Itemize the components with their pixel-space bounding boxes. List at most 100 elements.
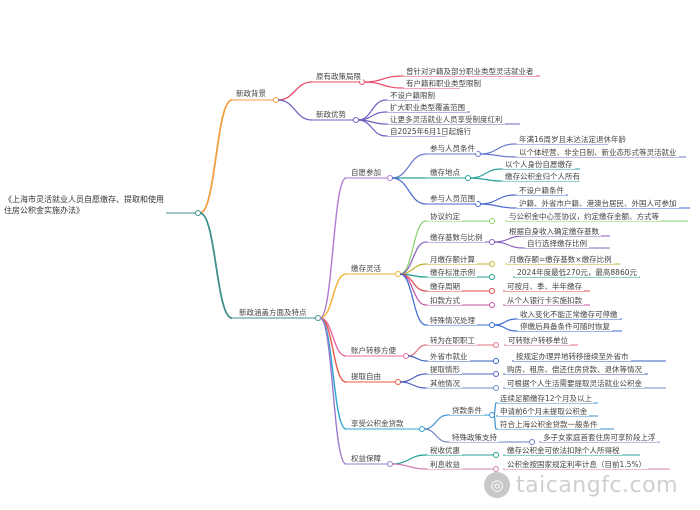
leaf-special-2: 停缴后具备条件可随时恢复 <box>518 322 612 331</box>
node-dot <box>403 353 409 359</box>
connector <box>391 463 427 470</box>
leaf-scope-b: 沪籍、外省市户籍、港澳台居民、外国人可参加 <box>517 199 679 208</box>
node-period: 缴存周期 <box>428 282 462 291</box>
node-rights: 权益保障 <box>349 454 383 463</box>
node-other-cases: 其他情况 <box>428 379 462 388</box>
leaf-other-cases: 可根据个人生活需要提取灵活就业公积金 <box>505 379 644 388</box>
connector <box>407 355 427 362</box>
branch-policy-background: 新政背景 <box>234 89 268 98</box>
node-dot <box>529 439 535 445</box>
leaf-adv-2: 扩大职业类型覆盖范围 <box>388 103 467 112</box>
connector <box>493 414 497 430</box>
node-out-city: 外省市就业 <box>428 352 470 361</box>
leaf-base-2: 自行选择缴存比例 <box>525 239 589 248</box>
connector <box>391 454 427 465</box>
node-new-advantages: 新政优势 <box>314 110 348 119</box>
node-dot <box>489 218 495 224</box>
node-dot <box>493 466 499 472</box>
node-dot <box>493 358 499 364</box>
connector <box>469 168 502 179</box>
node-dot <box>195 210 201 216</box>
connector <box>493 324 517 332</box>
leaf-participant-1: 年满16周岁且未达法定退休年龄 <box>517 135 629 144</box>
connector <box>363 81 403 89</box>
connector <box>277 99 313 121</box>
node-dot <box>387 461 393 467</box>
leaf-to-employee: 可转账户转移单位 <box>506 336 570 345</box>
connector <box>493 402 497 416</box>
node-flexible: 缴存灵活 <box>349 264 383 273</box>
node-dot <box>489 288 495 294</box>
node-scope: 原有政策局限 <box>314 72 363 81</box>
watermark-text: taicangfc.com <box>516 472 679 498</box>
leaf-special-policy: 多子女家庭首套住房可享阶段上浮 <box>541 433 658 442</box>
node-participant-scope: 参与人员范围 <box>428 194 477 203</box>
connector <box>493 235 524 243</box>
node-interest: 利息收益 <box>428 460 462 469</box>
node-dot <box>489 239 495 245</box>
connector <box>399 373 427 383</box>
edge-root-content <box>199 212 233 319</box>
leaf-out-city: 按规定办理异地转移接续至外省市 <box>514 352 631 361</box>
node-method: 扣款方式 <box>428 296 462 305</box>
connector <box>479 203 516 209</box>
node-dot <box>387 175 393 181</box>
leaf-scope-1: 曾针对沪籍及部分职业类型灵活就业者 <box>404 67 536 76</box>
connector <box>399 381 427 389</box>
edge-root-background <box>199 99 233 214</box>
leaf-loan-1: 连续足额缴存12个月及以上 <box>498 394 595 403</box>
node-dot <box>493 452 499 458</box>
leaf-special-1: 收入变化不能正常缴存可停缴 <box>518 310 620 319</box>
leaf-deposit-2: 缴存公积金归个人所有 <box>503 172 582 181</box>
node-base-ratio: 缴存基数与比例 <box>428 233 485 242</box>
node-amount-calc: 月缴存额计算 <box>428 255 477 264</box>
node-dot <box>315 315 321 321</box>
node-voluntary: 自愿参加 <box>349 168 383 177</box>
leaf-adv-3: 让更多灵活就业人员享受制度红利 <box>388 115 505 124</box>
leaf-deposit-1: 以个人身份自愿缴存 <box>503 160 575 169</box>
node-loan-conditions: 贷款条件 <box>450 406 484 415</box>
node-dot <box>489 274 495 280</box>
leaf-period: 可按月、季、半年缴存 <box>505 282 584 291</box>
node-dot <box>493 371 499 377</box>
leaf-adv-4: 自2025年6月1日起施行 <box>388 127 474 136</box>
connector <box>423 428 449 443</box>
node-account-transfer: 账户转移方便 <box>349 346 398 355</box>
node-deposit-place: 缴存地点 <box>428 168 462 177</box>
node-dot <box>489 322 495 328</box>
leaf-scope-a: 不设户籍条件 <box>517 186 566 195</box>
connector <box>407 344 427 357</box>
connector <box>319 317 347 430</box>
connector <box>363 75 403 83</box>
leaf-calc: 月缴存额=缴存基数×缴存比例 <box>507 255 614 264</box>
leaf-agreement: 与公积金中心签协议，约定缴存金额、方式等 <box>507 212 661 221</box>
connector <box>493 241 524 249</box>
node-dot <box>493 342 499 348</box>
node-dot <box>489 302 495 308</box>
leaf-adv-1: 不设户籍限制 <box>388 91 437 100</box>
connector <box>319 273 347 319</box>
connector <box>469 177 502 182</box>
connector <box>391 177 427 205</box>
node-dot <box>395 379 401 385</box>
node-dot <box>395 271 401 277</box>
leaf-participant-2: 以个体经营、非全日制、新业态形式等灵活就业 <box>517 148 679 157</box>
node-loan: 享受公积金贷款 <box>349 419 406 428</box>
connector <box>319 317 347 465</box>
node-agreement: 协议约定 <box>428 212 462 221</box>
node-dot <box>419 426 425 432</box>
watermark: ◎ taicangfc.com <box>484 469 684 501</box>
node-dot <box>353 117 359 123</box>
branch-policy-content: 新政涵盖方面及特点 <box>237 308 309 317</box>
connector <box>423 414 449 430</box>
root-topic: 《上海市灵活就业人员自愿缴存、提取和使用住房公积金实施办法》 <box>2 194 166 216</box>
leaf-interest: 公积金按国家规定利率计息（目前1.5%） <box>505 460 649 469</box>
leaf-withdraw-cases: 购房、租房、偿还住房贷款、退休等情况 <box>505 365 644 374</box>
node-standard-example: 缴存标准示例 <box>428 268 477 277</box>
node-dot <box>489 261 495 267</box>
node-to-employee: 转为在职职工 <box>428 336 477 345</box>
connector <box>493 318 517 326</box>
node-rights-protection: 税收优惠 <box>428 446 462 455</box>
connector <box>391 153 427 179</box>
